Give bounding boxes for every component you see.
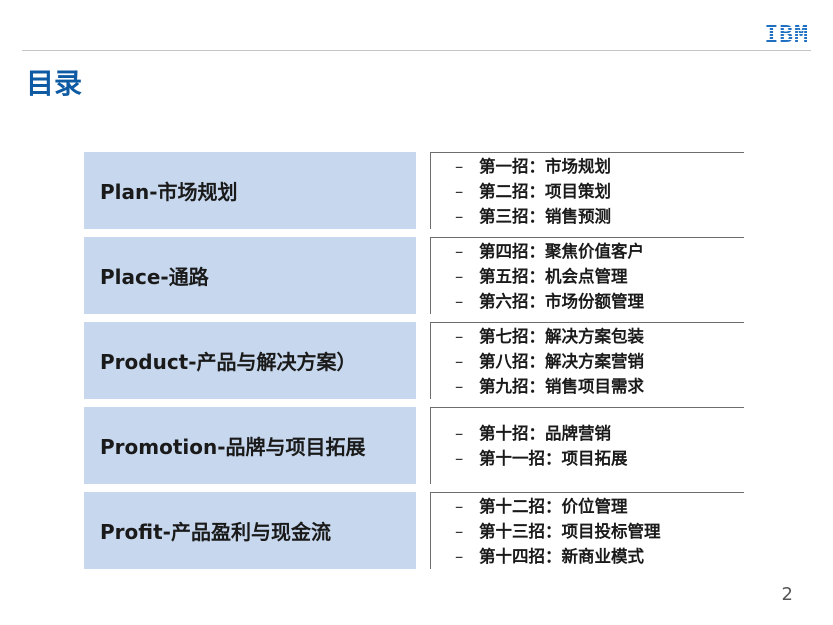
section-label: Promotion-品牌与项目拓展 bbox=[84, 407, 416, 484]
tactic-item: –第九招：销售项目需求 bbox=[455, 374, 744, 399]
tactic-list: –第四招：聚焦价值客户–第五招：机会点管理–第六招：市场份额管理 bbox=[430, 237, 744, 314]
bullet-dash: – bbox=[455, 351, 464, 371]
tactic-text: 第二招：项目策划 bbox=[479, 181, 611, 201]
tactic-item: –第五招：机会点管理 bbox=[455, 264, 744, 289]
tactic-list: –第十二招：价位管理–第十三招：项目投标管理–第十四招：新商业模式 bbox=[430, 492, 744, 569]
tactic-item: –第十招：品牌营销 bbox=[455, 421, 744, 446]
bullet-dash: – bbox=[455, 521, 464, 541]
tactic-text: 第十四招：新商业模式 bbox=[479, 546, 644, 566]
bullet-dash: – bbox=[455, 181, 464, 201]
tactic-text: 第七招：解决方案包装 bbox=[479, 326, 644, 346]
tactic-item: –第十三招：项目投标管理 bbox=[455, 519, 744, 544]
tactic-text: 第四招：聚焦价值客户 bbox=[479, 241, 644, 261]
tactic-text: 第十二招：价位管理 bbox=[479, 496, 628, 516]
agenda-row: Place-通路–第四招：聚焦价值客户–第五招：机会点管理–第六招：市场份额管理 bbox=[84, 237, 744, 314]
tactic-list: –第七招：解决方案包装–第八招：解决方案营销–第九招：销售项目需求 bbox=[430, 322, 744, 399]
tactic-list: –第十招：品牌营销–第十一招：项目拓展 bbox=[430, 407, 744, 484]
tactic-item: –第一招：市场规划 bbox=[455, 154, 744, 179]
section-label: Profit-产品盈利与现金流 bbox=[84, 492, 416, 569]
tactic-item: –第四招：聚焦价值客户 bbox=[455, 239, 744, 264]
tactic-text: 第一招：市场规划 bbox=[479, 156, 611, 176]
tactic-text: 第十三招：项目投标管理 bbox=[479, 521, 661, 541]
bullet-dash: – bbox=[455, 291, 464, 311]
bullet-dash: – bbox=[455, 156, 464, 176]
tactic-item: –第二招：项目策划 bbox=[455, 179, 744, 204]
tactic-text: 第八招：解决方案营销 bbox=[479, 351, 644, 371]
tactic-item: –第八招：解决方案营销 bbox=[455, 349, 744, 374]
bullet-dash: – bbox=[455, 266, 464, 286]
agenda-row: Promotion-品牌与项目拓展–第十招：品牌营销–第十一招：项目拓展 bbox=[84, 407, 744, 484]
bullet-dash: – bbox=[455, 241, 464, 261]
tactic-text: 第十一招：项目拓展 bbox=[479, 449, 628, 468]
bullet-dash: – bbox=[455, 496, 464, 516]
bullet-dash: – bbox=[455, 546, 464, 566]
tactic-text: 第三招：销售预测 bbox=[479, 206, 611, 226]
tactic-list: –第一招：市场规划–第二招：项目策划–第三招：销售预测 bbox=[430, 152, 744, 229]
tactic-item: –第十二招：价位管理 bbox=[455, 494, 744, 519]
tactic-text: 第五招：机会点管理 bbox=[479, 266, 628, 286]
bullet-dash: – bbox=[455, 376, 464, 396]
section-label: Product-产品与解决方案） bbox=[84, 322, 416, 399]
bullet-dash: – bbox=[455, 326, 464, 346]
agenda-row: Product-产品与解决方案）–第七招：解决方案包装–第八招：解决方案营销–第… bbox=[84, 322, 744, 399]
tactic-text: 第六招：市场份额管理 bbox=[479, 291, 644, 311]
ibm-logo: IBM bbox=[764, 22, 809, 48]
section-label: Plan-市场规划 bbox=[84, 152, 416, 229]
bullet-dash: – bbox=[455, 206, 464, 226]
tactic-text: 第十招：品牌营销 bbox=[479, 424, 611, 443]
tactic-text: 第九招：销售项目需求 bbox=[479, 376, 644, 396]
page-title: 目录 bbox=[26, 67, 83, 100]
bullet-dash: – bbox=[455, 449, 464, 468]
tactic-item: –第六招：市场份额管理 bbox=[455, 289, 744, 314]
header-divider bbox=[22, 50, 811, 51]
tactic-item: –第三招：销售预测 bbox=[455, 204, 744, 229]
tactic-item: –第七招：解决方案包装 bbox=[455, 324, 744, 349]
tactic-item: –第十一招：项目拓展 bbox=[455, 446, 744, 471]
tactic-item: –第十四招：新商业模式 bbox=[455, 544, 744, 569]
section-label: Place-通路 bbox=[84, 237, 416, 314]
agenda-row: Profit-产品盈利与现金流–第十二招：价位管理–第十三招：项目投标管理–第十… bbox=[84, 492, 744, 569]
bullet-dash: – bbox=[455, 424, 464, 443]
agenda-row: Plan-市场规划–第一招：市场规划–第二招：项目策划–第三招：销售预测 bbox=[84, 152, 744, 229]
page-number: 2 bbox=[781, 584, 793, 605]
